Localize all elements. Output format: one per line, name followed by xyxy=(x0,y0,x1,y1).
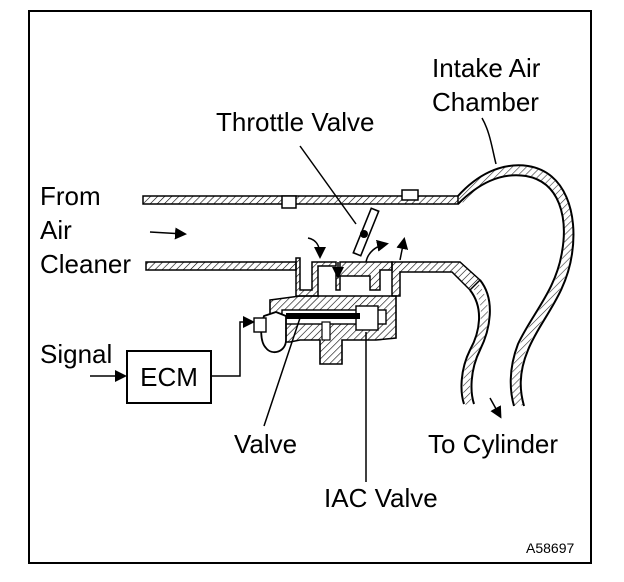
chamber-label: Chamber xyxy=(432,87,539,117)
ecm-box: ECM xyxy=(126,350,212,404)
ecm-output-wire xyxy=(212,316,255,377)
intake-air-label: Intake Air xyxy=(432,53,541,83)
iac-valve-label: IAC Valve xyxy=(324,483,438,513)
arrow-to-cylinder xyxy=(489,397,502,419)
intake-air-chamber xyxy=(457,164,575,408)
arrow-bypass-out xyxy=(365,239,389,263)
from-label: From xyxy=(40,181,101,211)
leader-throttle xyxy=(299,145,357,225)
leader-lines xyxy=(263,117,497,482)
upper-pipe-wall xyxy=(142,189,459,209)
figure-code: A58697 xyxy=(526,540,575,556)
ecm-label: ECM xyxy=(140,361,198,392)
iac-valve-body xyxy=(253,295,397,365)
arrow-inlet xyxy=(149,227,187,240)
air-label: Air xyxy=(40,215,72,245)
arrow-bypass-in xyxy=(307,237,326,259)
diagram-frame xyxy=(28,10,592,564)
airflow-arrows xyxy=(149,227,502,419)
cleaner-label: Cleaner xyxy=(40,249,132,279)
leader-valve xyxy=(263,317,301,427)
signal-label: Signal xyxy=(40,339,113,369)
lower-pipe-wall xyxy=(145,257,482,297)
arrow-up-right xyxy=(396,237,409,261)
leader-chamber xyxy=(481,117,497,165)
signal-wiring xyxy=(90,316,255,382)
throttle-valve-label: Throttle Valve xyxy=(216,107,375,137)
valve-label: Valve xyxy=(234,429,298,459)
to-cylinder-label: To Cylinder xyxy=(428,429,559,459)
throttle-valve-plate xyxy=(352,207,380,257)
